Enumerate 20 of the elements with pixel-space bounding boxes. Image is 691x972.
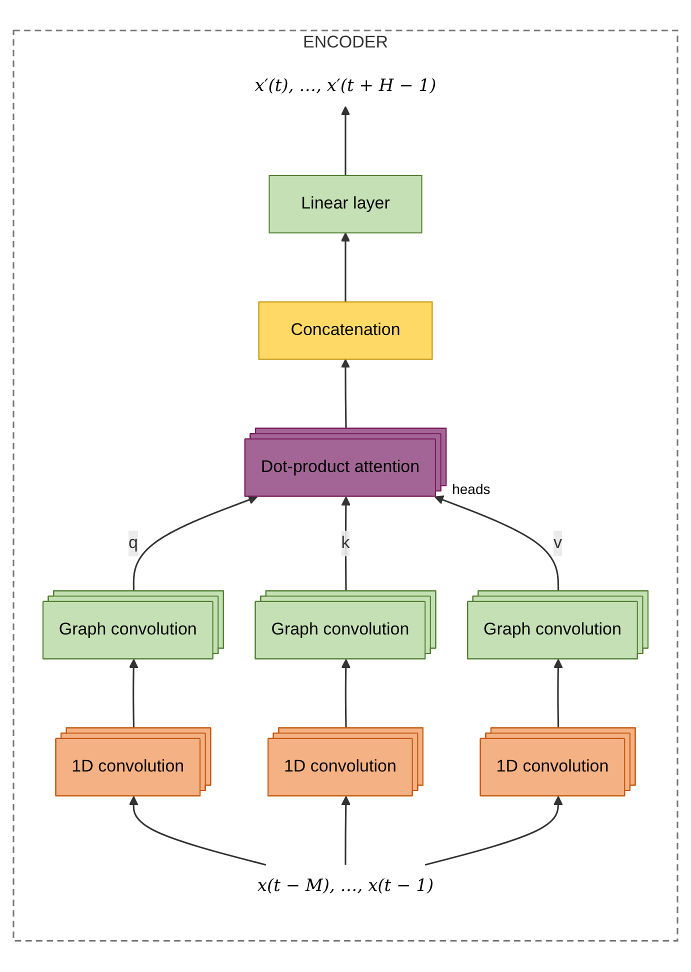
edge-label: q: [128, 534, 138, 552]
node-box: Concatenation: [258, 302, 433, 360]
arrow: [128, 659, 138, 729]
arrow: [554, 659, 563, 729]
arrow: [128, 796, 266, 866]
arrow: [341, 496, 351, 592]
node-caption: heads: [452, 480, 490, 497]
edge-label: k: [341, 534, 350, 552]
arrow: [434, 496, 560, 592]
arrow: [340, 232, 350, 302]
node-text: x′(t), …, x′(t + H − 1): [254, 75, 436, 96]
arrow: [340, 106, 350, 176]
arrow: [424, 796, 563, 866]
arrow: [341, 796, 351, 866]
arrow: [340, 359, 350, 430]
arrow: [341, 659, 351, 729]
edge-label: v: [554, 534, 562, 552]
node-text: x(t − M), …, x(t − 1): [257, 875, 434, 896]
arrow: [132, 496, 258, 592]
node-box: Linear layer: [268, 175, 422, 234]
